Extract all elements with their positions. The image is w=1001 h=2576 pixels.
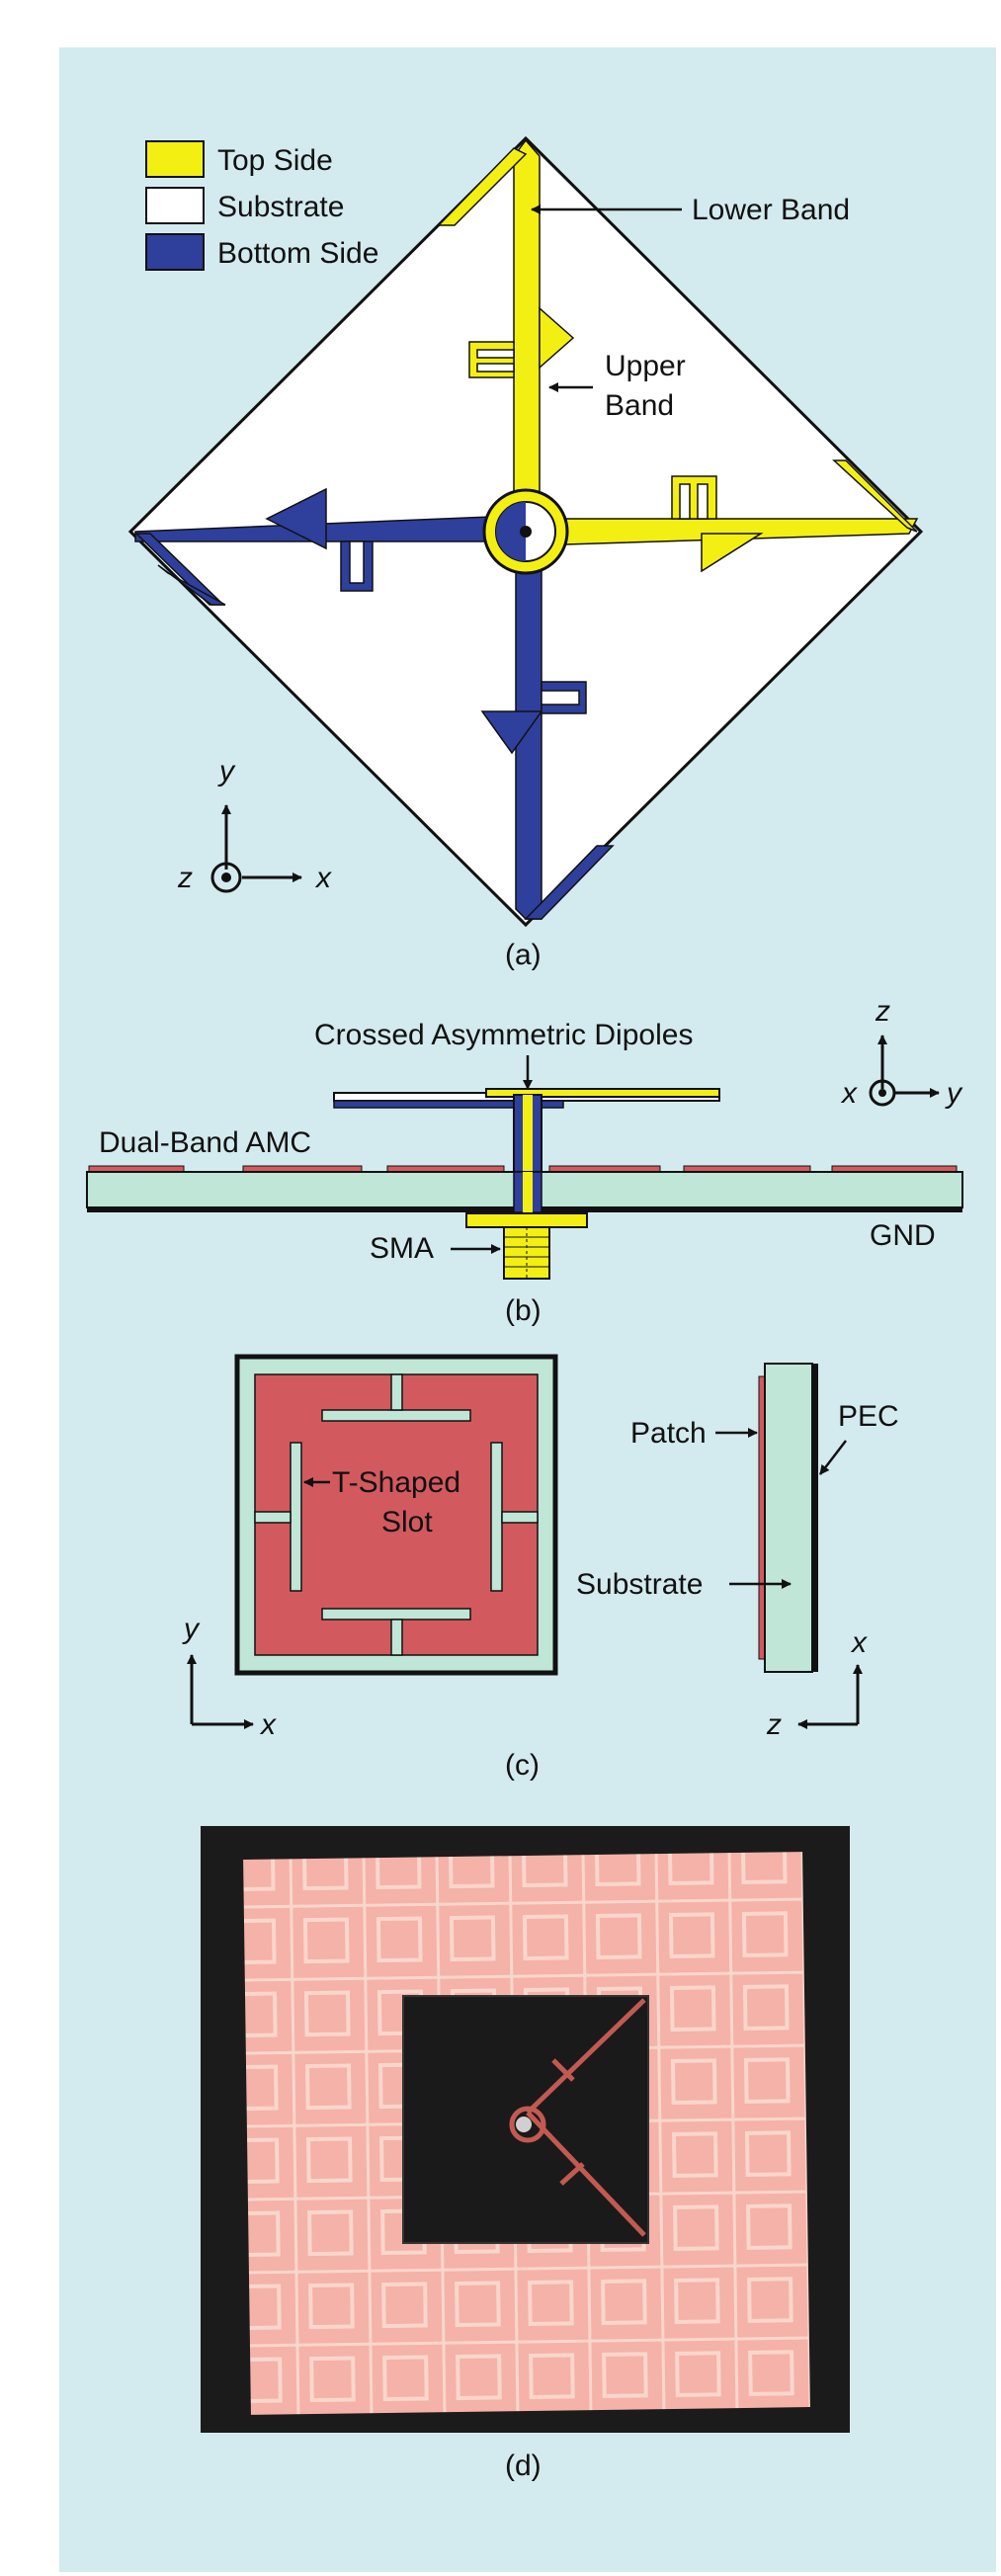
- sma-label: SMA: [370, 1232, 434, 1265]
- side-pec: [812, 1364, 818, 1672]
- legend-swatch-top: [145, 140, 205, 178]
- t-shaped-slots: [254, 1373, 539, 1656]
- top-side-arms: [437, 138, 919, 573]
- legend-swatch-bottom: [145, 233, 205, 271]
- panel-b-axes: z x y: [840, 995, 963, 1110]
- panel-c: T-Shaped Slot y x Patch PEC Substrate x …: [182, 1354, 899, 1782]
- panel-c-axes-right: x z: [766, 1626, 868, 1741]
- patch-label: Patch: [630, 1417, 707, 1450]
- svg-text:x: x: [840, 1077, 858, 1110]
- feed-pin: [516, 2117, 532, 2132]
- slot-label-1: T-Shaped: [332, 1466, 460, 1499]
- svg-text:y: y: [945, 1077, 963, 1110]
- panel-d-photo: (d): [201, 1826, 850, 2482]
- svg-text:x: x: [259, 1708, 277, 1741]
- panel-a: Top Side Substrate Bottom Side Lower Ban…: [127, 135, 924, 971]
- svg-text:z: z: [177, 862, 193, 894]
- bottom-side-arms: [134, 487, 615, 920]
- side-substrate: [764, 1363, 813, 1673]
- amc-label: Dual-Band AMC: [99, 1126, 311, 1159]
- legend-swatch-substrate: [145, 187, 205, 224]
- substrate-label: Substrate: [576, 1568, 703, 1601]
- sma-connector: [465, 1212, 588, 1280]
- legend-top-label: Top Side: [217, 144, 333, 177]
- antenna-trace: [509, 1998, 646, 2237]
- slot-label-2: Slot: [381, 1506, 433, 1538]
- caption-b: (b): [505, 1294, 542, 1327]
- svg-text:z: z: [875, 995, 890, 1028]
- panel-a-axes: y z x: [177, 755, 332, 894]
- svg-text:z: z: [766, 1708, 782, 1741]
- feed-circle: [482, 488, 569, 575]
- caption-a: (a): [505, 939, 542, 971]
- svg-text:y: y: [217, 755, 236, 788]
- svg-text:x: x: [314, 862, 332, 894]
- lower-band-label: Lower Band: [692, 194, 850, 226]
- legend: Top Side Substrate Bottom Side: [145, 140, 378, 271]
- pec-label: PEC: [838, 1400, 899, 1433]
- upper-band-label-2: Band: [605, 389, 674, 422]
- dipoles-label: Crossed Asymmetric Dipoles: [314, 1019, 693, 1051]
- panel-c-axes-left: y x: [182, 1613, 277, 1741]
- caption-d: (d): [505, 2450, 542, 2482]
- gnd-label: GND: [870, 1219, 936, 1252]
- svg-text:x: x: [850, 1626, 868, 1659]
- upper-band-label-1: Upper: [605, 350, 686, 382]
- svg-text:y: y: [182, 1613, 201, 1645]
- legend-substrate-label: Substrate: [217, 191, 344, 223]
- legend-bottom-label: Bottom Side: [217, 237, 378, 270]
- panel-b: Crossed Asymmetric Dipoles Dual-Band AMC: [86, 995, 963, 1327]
- caption-c: (c): [505, 1749, 540, 1782]
